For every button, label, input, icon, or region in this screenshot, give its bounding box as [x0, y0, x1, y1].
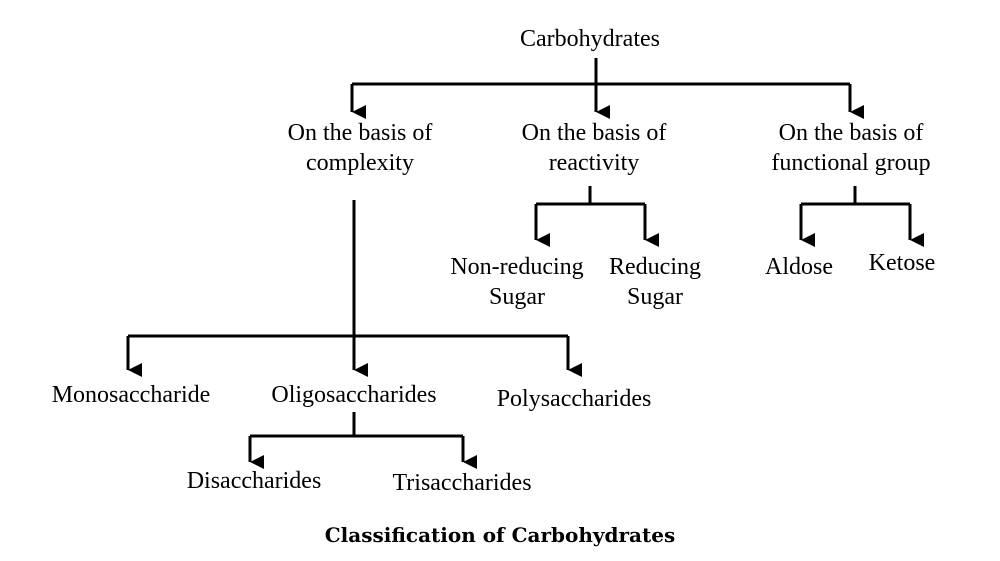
- reducing-label-line2: Sugar: [626, 284, 683, 310]
- tri-label: Trisaccharides: [392, 470, 532, 496]
- oligo-node: Oligosaccharides: [271, 380, 436, 410]
- reducing-node: Reducing Sugar: [609, 252, 701, 312]
- root-node: Carbohydrates: [520, 24, 660, 54]
- figure-caption: Classification of Carbohydrates: [324, 523, 676, 547]
- reducing-label-line1: Reducing: [609, 254, 701, 280]
- functional-node: On the basis of functional group: [771, 118, 930, 178]
- functional-label-line2: functional group: [771, 150, 931, 176]
- complexity-node: On the basis of complexity: [288, 118, 433, 178]
- tri-node: Trisaccharides: [392, 468, 531, 498]
- nonreducing-node: Non-reducing Sugar: [450, 252, 583, 312]
- ketose-node: Ketose: [869, 248, 936, 278]
- root-label: Carbohydrates: [520, 26, 660, 52]
- reactivity-node: On the basis of reactivity: [522, 118, 667, 178]
- functional-label-line1: On the basis of: [778, 120, 924, 146]
- complexity-label-line2: complexity: [306, 150, 414, 176]
- aldose-node: Aldose: [765, 252, 833, 282]
- nonreducing-label-line2: Sugar: [488, 284, 545, 310]
- di-label: Disaccharides: [186, 468, 322, 494]
- poly-node: Polysaccharides: [497, 384, 652, 414]
- complexity-label-line1: On the basis of: [287, 120, 433, 146]
- reactivity-label-line1: On the basis of: [521, 120, 667, 146]
- mono-node: Monosaccharide: [52, 380, 211, 410]
- nonreducing-label-line1: Non-reducing: [450, 254, 584, 280]
- aldose-label: Aldose: [765, 254, 833, 280]
- mono-label: Monosaccharide: [51, 382, 211, 408]
- reactivity-label-line2: reactivity: [548, 150, 640, 176]
- ketose-label: Ketose: [868, 250, 936, 276]
- poly-label: Polysaccharides: [496, 386, 652, 412]
- di-node: Disaccharides: [187, 466, 322, 496]
- oligo-label: Oligosaccharides: [271, 382, 437, 408]
